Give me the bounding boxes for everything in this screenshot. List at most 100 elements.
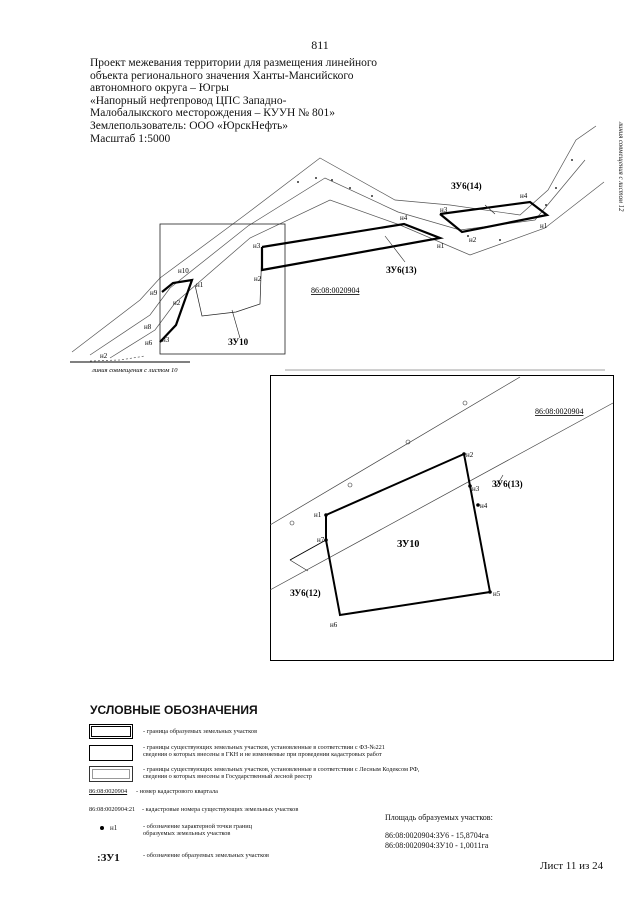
point-n4-b: н4 xyxy=(400,214,408,222)
road-marker xyxy=(331,179,333,181)
legend-point-dot xyxy=(100,826,104,830)
legend-parcel-sample: :ЗУ1 xyxy=(97,852,120,864)
boundary-bottom xyxy=(89,355,146,362)
point-n4: н4 xyxy=(520,192,528,200)
parcel-label-ZU6-13: ЗУ6(13) xyxy=(386,265,417,275)
legend-swatch-forest-parcel xyxy=(89,766,133,782)
joint-line-bottom-label: линия совмещения с листом 10 xyxy=(91,367,178,374)
road-marker xyxy=(349,187,351,189)
legend-swatch-new-parcel xyxy=(89,724,133,739)
legend-cadnum-desc: - кадастровые номера существующих земель… xyxy=(142,806,299,813)
road-marker xyxy=(467,235,469,237)
header-line: Землепользователь: ООО «ЮрскНефть» xyxy=(90,119,289,132)
point-n2-c: н2 xyxy=(173,299,181,307)
road-edge-lower xyxy=(109,181,605,359)
road-marker xyxy=(371,195,373,197)
main-point-labels: н1 н2 н3 н4 н4 н1 н3 н2 н10 н1 н9 н2 н8 … xyxy=(100,192,548,360)
road-edge xyxy=(270,376,521,526)
parcel-ZU10-line xyxy=(159,278,194,343)
parcel-boundaries xyxy=(159,200,550,343)
point-n3-c: н3 xyxy=(162,336,170,344)
inset-quarter-label: 86:08:0020904 xyxy=(535,407,583,416)
parcel-ZU6-14 xyxy=(439,200,550,234)
vertex-n5 xyxy=(488,590,492,594)
point-n2: н2 xyxy=(469,236,477,244)
leader xyxy=(484,204,496,215)
leader xyxy=(289,559,309,572)
legend-cadnum-sample: 86:08:0020904:21 xyxy=(89,806,136,813)
point-n2-b: н2 xyxy=(254,275,262,283)
legend-text: - границы существующих земельных участко… xyxy=(143,744,385,751)
point-n7: н7 xyxy=(317,536,325,544)
legend-item-new-parcel: - граница образуемых земельных участков xyxy=(143,728,258,735)
point-n8: н8 xyxy=(144,323,152,331)
leader-lines xyxy=(231,204,496,339)
point-n2: н2 xyxy=(466,451,474,459)
point-n6: н6 xyxy=(330,621,338,629)
legend-text: - обозначение характерной точки границ xyxy=(143,823,253,830)
vertex-n2 xyxy=(462,452,466,456)
road-edge xyxy=(270,402,614,591)
point-n10: н10 xyxy=(178,267,189,275)
point-n5: н5 xyxy=(493,590,501,598)
vertex-n7 xyxy=(324,538,328,542)
point-n4: н4 xyxy=(480,502,488,510)
road-marker xyxy=(289,520,295,526)
legend-item-gkn-parcel: - границы существующих земельных участко… xyxy=(143,744,385,758)
area-line-1: 86:08:0020904:ЗУ6 - 15,8704га xyxy=(385,831,489,840)
legend-parcel-desc: - обозначение образуемых земельных участ… xyxy=(143,852,270,859)
parcel-ZU6-12-outline xyxy=(289,539,327,561)
road-edge-upper xyxy=(71,125,597,353)
legend-text: образуемых земельных участков xyxy=(143,830,231,838)
inset-road-edges xyxy=(270,376,614,591)
point-n1-c: н1 xyxy=(196,281,204,289)
header-line: объекта регионального значения Ханты-Ман… xyxy=(90,69,354,82)
area-line-2: 86:08:0020904:ЗУ10 - 1,0011га xyxy=(385,841,489,850)
point-n1-b: н1 xyxy=(437,242,445,250)
point-n1: н1 xyxy=(540,222,548,230)
legend-swatch-gkn-parcel xyxy=(89,745,133,761)
page-number: 811 xyxy=(311,38,329,52)
inset-leaders xyxy=(289,474,504,572)
point-n3: н3 xyxy=(440,206,448,214)
existing-parcel-10 xyxy=(194,246,263,317)
legend-point-desc: - обозначение характерной точки границ о… xyxy=(143,823,252,837)
legend-quarter-desc: - номер кадастрового квартала xyxy=(136,788,218,795)
vertex-n3 xyxy=(468,484,472,488)
road-marker xyxy=(315,177,317,179)
inset-markers xyxy=(289,400,468,526)
road-marker xyxy=(347,482,353,488)
inset-point-labels: н1 н2 н3 н4 н5 н6 н7 xyxy=(314,451,501,629)
sheet-label: Лист 11 из 24 xyxy=(540,860,604,872)
road-marker xyxy=(545,204,547,206)
vertex-n4 xyxy=(476,503,480,507)
road-marker xyxy=(405,439,411,445)
road-marker xyxy=(297,181,299,183)
legend-text: сведения о которых внесены в Государстве… xyxy=(143,773,312,781)
header-line: автономного округа – Югры xyxy=(90,82,229,95)
legend-quarter-sample: 86:08:0020904 xyxy=(89,788,128,795)
quarter-label: 86:08:0020904 xyxy=(311,286,359,295)
header-line: Проект межевания территории для размещен… xyxy=(90,57,378,69)
inset-parcel-ZU10: ЗУ10 xyxy=(397,539,419,550)
road-markers xyxy=(297,159,573,241)
main-parcel-labels: ЗУ6(14) ЗУ6(13) ЗУ10 86:08:0020904 xyxy=(228,181,482,347)
parcel-label-ZU6-14: ЗУ6(14) xyxy=(451,181,482,191)
header-line: Малобалыкского месторождения – КУУН № 80… xyxy=(90,107,336,120)
road-marker xyxy=(462,400,468,406)
inset-border xyxy=(270,375,614,661)
road-marker xyxy=(555,187,557,189)
point-n3: н3 xyxy=(472,485,480,493)
legend-point-sample: н1 xyxy=(110,824,118,832)
legend-text: - границы существующих земельных участко… xyxy=(143,766,420,773)
point-n9: н9 xyxy=(150,289,158,297)
point-n2-d: н2 xyxy=(100,352,108,360)
leader xyxy=(384,235,406,263)
road-marker xyxy=(499,239,501,241)
inset-vertices xyxy=(324,452,492,594)
leader xyxy=(231,309,241,339)
legend-text: сведения о которых внесены в ГКН и не из… xyxy=(143,751,382,759)
parcel-label-ZU10: ЗУ10 xyxy=(228,337,249,347)
